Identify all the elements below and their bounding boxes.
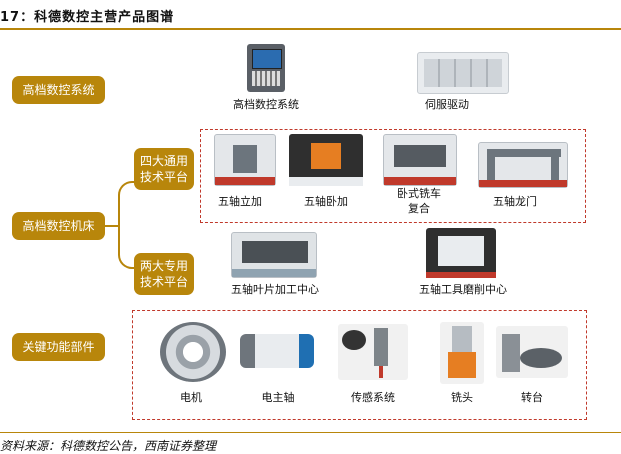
servo-drive-label: 伺服驱动 <box>425 98 469 111</box>
cnc-system-box: 高档数控系统 <box>12 76 105 104</box>
milling-head-image <box>440 322 484 384</box>
five-axis-gantry-image <box>478 142 568 188</box>
general-products-frame <box>200 129 586 223</box>
five-axis-horizontal-label: 五轴卧加 <box>304 195 348 208</box>
cnc-system-image <box>247 44 285 92</box>
rotary-table-image <box>496 326 568 378</box>
rotary-table-label: 转台 <box>521 391 543 404</box>
motor-image <box>160 322 226 382</box>
blade-machining-image <box>231 232 317 278</box>
components-frame <box>132 310 587 420</box>
sensor-system-label: 传感系统 <box>351 391 395 404</box>
five-axis-vertical-image <box>214 134 276 186</box>
bracket-connector <box>118 181 136 269</box>
five-axis-vertical-label: 五轴立加 <box>218 195 262 208</box>
turn-mill-label: 卧式铣车 复合 <box>397 187 441 215</box>
turn-mill-image <box>383 134 457 186</box>
five-axis-gantry-label: 五轴龙门 <box>493 195 537 208</box>
five-axis-horizontal-image <box>289 134 363 186</box>
general-platform-box: 四大通用 技术平台 <box>134 148 194 190</box>
spindle-label: 电主轴 <box>261 391 295 404</box>
servo-drive-image <box>417 52 509 94</box>
spindle-image <box>240 334 314 368</box>
blade-machining-label: 五轴叶片加工中心 <box>231 283 319 296</box>
components-box: 关键功能部件 <box>12 333 105 361</box>
top-divider <box>0 28 621 30</box>
cnc-system-label: 高档数控系统 <box>233 98 299 111</box>
connector-stem <box>105 225 119 227</box>
tool-grinding-image <box>426 228 496 278</box>
milling-head-label: 铣头 <box>451 391 473 404</box>
source-note: 资料来源：科德数控公告，西南证券整理 <box>0 439 217 453</box>
special-platform-box: 两大专用 技术平台 <box>134 253 194 295</box>
sensor-system-image <box>338 324 408 380</box>
machine-tool-box: 高档数控机床 <box>12 212 105 240</box>
motor-label: 电机 <box>180 391 202 404</box>
bottom-divider <box>0 432 621 433</box>
figure-title: 17：科德数控主营产品图谱 <box>0 10 175 25</box>
tool-grinding-label: 五轴工具磨削中心 <box>419 283 507 296</box>
